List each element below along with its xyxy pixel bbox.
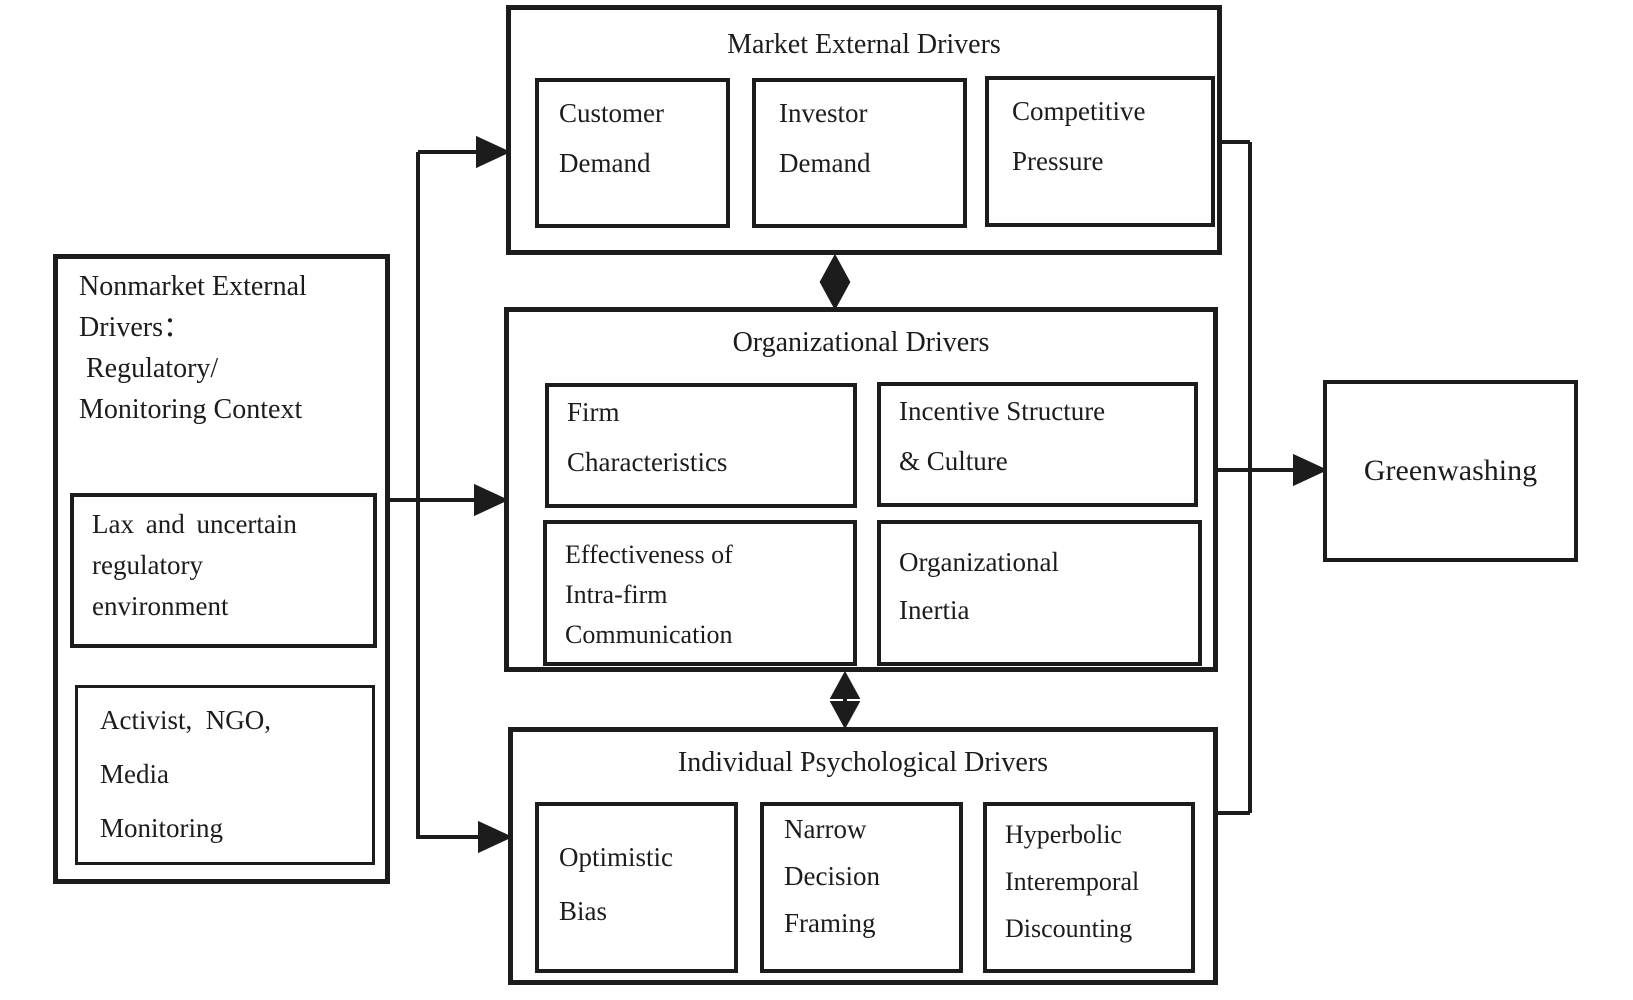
hyperbolic-discounting-box: Hyperbolic Interemporal Discounting [983, 802, 1195, 973]
lax-box-line: Lax and uncertain [92, 509, 297, 539]
organizational-inertia-box: Organizational Inertia [877, 520, 1202, 666]
optimistic-bias-line: Bias [559, 896, 608, 926]
lax-box-line: regulatory [92, 550, 203, 580]
hyperbolic-discounting-line: Hyperbolic [1005, 820, 1122, 849]
nonmarket-drivers-box: Nonmarket External Drivers： Regulatory/ … [53, 254, 390, 884]
firm-characteristics-box: Firm Characteristics [545, 383, 857, 508]
nonmarket-title-line: Drivers： [79, 312, 191, 343]
incentive-structure-line: Incentive Structure [899, 396, 1106, 426]
hyperbolic-discounting-line: Discounting [1005, 914, 1133, 943]
activist-ngo-media-box: Activist, NGO, Media Monitoring [75, 685, 375, 865]
customer-demand-box: Customer Demand [535, 78, 730, 228]
investor-demand-box: Investor Demand [752, 78, 967, 228]
individual-psychological-drivers-box: Individual Psychological Drivers Optimis… [508, 727, 1218, 985]
optimistic-bias-line: Optimistic [559, 842, 673, 872]
organizational-drivers-title: Organizational Drivers [732, 327, 990, 358]
nonmarket-title-line: Monitoring Context [79, 394, 303, 425]
intrafirm-communication-line: Intra-firm [565, 580, 668, 609]
incentive-structure-line: & Culture [899, 446, 1008, 476]
nonmarket-title-line: Regulatory/ [79, 353, 219, 384]
activist-box-line: Activist, NGO, [100, 705, 271, 735]
activist-box-line: Monitoring [100, 813, 224, 843]
arrow-to-greenwashing-head [1293, 453, 1328, 487]
intrafirm-communication-line: Effectiveness of [565, 540, 733, 569]
narrow-decision-line: Framing [784, 908, 876, 938]
double-arrow-org-individual-up-head [829, 670, 861, 699]
customer-demand-line: Demand [559, 148, 651, 178]
activist-box-line: Media [100, 759, 169, 789]
firm-characteristics-line: Firm [567, 397, 620, 427]
incentive-structure-culture-box: Incentive Structure & Culture [877, 382, 1198, 507]
double-arrow-market-org-up-head [819, 253, 851, 282]
market-external-drivers-box: Market External Drivers Customer Demand … [506, 5, 1222, 255]
firm-characteristics-line: Characteristics [567, 447, 728, 477]
market-drivers-title: Market External Drivers [727, 29, 1001, 60]
double-arrow-org-individual-down-head [829, 701, 861, 730]
double-arrow-market-org-down-head [819, 282, 851, 311]
customer-demand-line: Customer [559, 98, 664, 128]
narrow-decision-framing-box: Narrow Decision Framing [760, 802, 963, 973]
investor-demand-line: Investor [779, 98, 868, 128]
arrow-to-individual-head [478, 820, 513, 854]
lax-regulatory-environment-box: Lax and uncertain regulatory environment [70, 493, 377, 648]
narrow-decision-line: Decision [784, 861, 880, 891]
greenwashing-box: Greenwashing [1323, 380, 1578, 562]
nonmarket-title: Nonmarket External Drivers： Regulatory/ … [79, 266, 307, 430]
organizational-drivers-box: Organizational Drivers Firm Characterist… [504, 307, 1218, 672]
nonmarket-title-line: Nonmarket External [79, 271, 307, 302]
optimistic-bias-box: Optimistic Bias [535, 802, 738, 973]
arrow-to-market-head [476, 135, 511, 169]
arrow-to-organizational-head [474, 483, 509, 517]
competitive-pressure-line: Competitive [1012, 96, 1146, 126]
greenwashing-label: Greenwashing [1363, 454, 1538, 487]
intrafirm-communication-line: Communication [565, 620, 733, 649]
intrafirm-communication-box: Effectiveness of Intra-firm Communicatio… [543, 520, 857, 666]
investor-demand-line: Demand [779, 148, 871, 178]
organizational-inertia-line: Inertia [899, 595, 970, 625]
individual-psychological-title: Individual Psychological Drivers [677, 747, 1049, 778]
hyperbolic-discounting-line: Interemporal [1005, 867, 1140, 896]
organizational-inertia-line: Organizational [899, 547, 1059, 577]
lax-box-line: environment [92, 591, 229, 621]
competitive-pressure-box: Competitive Pressure [985, 76, 1215, 227]
narrow-decision-line: Narrow [784, 814, 867, 844]
competitive-pressure-line: Pressure [1012, 146, 1104, 176]
